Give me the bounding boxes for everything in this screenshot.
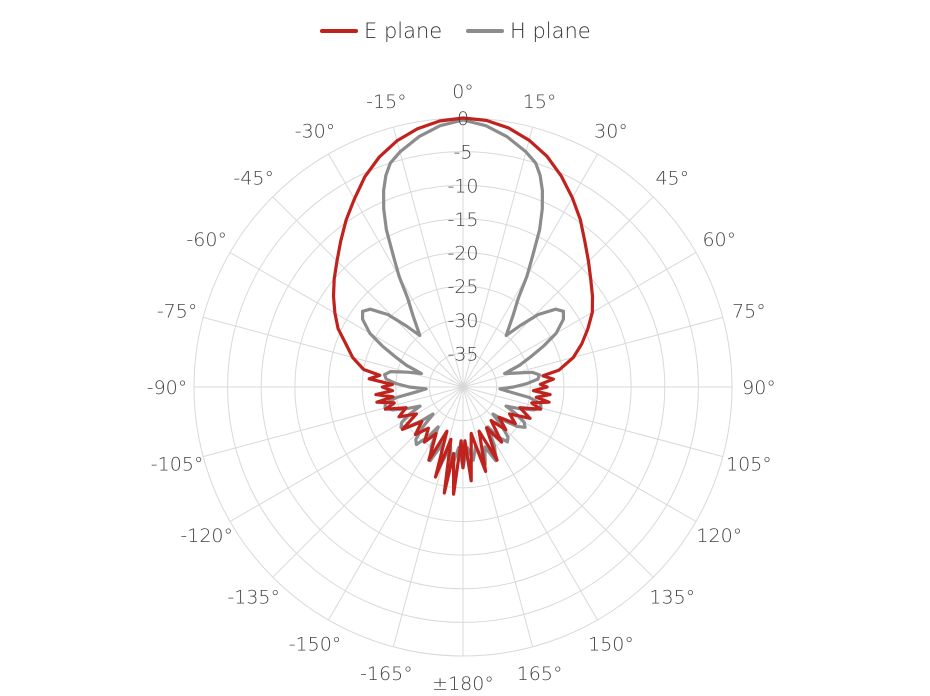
angular-tick-label: 30° — [594, 121, 628, 143]
angular-tick-label: -120° — [180, 525, 233, 547]
angular-tick-label: -60° — [186, 229, 227, 251]
radial-tick-labels: 0 -5 -10 -15 -20 -25 -30 -35 — [447, 108, 478, 365]
radial-tick-label: -20 — [447, 243, 478, 265]
grid-spoke — [203, 316, 464, 388]
radial-tick-label: -10 — [447, 175, 478, 197]
grid-spoke — [229, 386, 464, 522]
grid-spoke — [462, 316, 723, 388]
grid-spoke — [229, 252, 464, 388]
radial-tick-label: -5 — [454, 142, 473, 164]
grid-spoke — [462, 386, 697, 522]
radial-tick-label: -25 — [447, 276, 478, 298]
angular-tick-label: 165° — [517, 663, 563, 685]
legend-label-e-plane: E plane — [364, 19, 442, 43]
series-layer — [331, 116, 595, 496]
grid-spoke — [462, 386, 723, 458]
angular-tick-label: -90° — [147, 377, 188, 399]
angular-tick-labels: 0° 15° 30° 45° 60° 75° 90° 105° 120° 135° 150° 165°… — [147, 81, 776, 695]
radial-tick-label: 0 — [457, 108, 469, 130]
legend-label-h-plane: H plane — [510, 19, 591, 43]
grid-spoke — [462, 196, 654, 388]
angular-tick-label: 0° — [452, 81, 474, 103]
grid-spoke — [462, 386, 598, 621]
grid-spoke — [272, 196, 464, 388]
radial-tick-label: -30 — [447, 310, 478, 332]
angular-tick-label: -30° — [295, 121, 336, 143]
grid-spoke — [392, 127, 464, 388]
angular-tick-label: 90° — [742, 377, 776, 399]
legend: E plane H plane — [320, 19, 591, 43]
polar-grid — [193, 117, 733, 657]
angular-tick-label: 105° — [726, 454, 772, 476]
angular-tick-label: -15° — [366, 91, 407, 113]
angular-tick-label: -150° — [289, 633, 342, 655]
grid-spoke — [392, 386, 464, 647]
angular-tick-label: -135° — [227, 586, 280, 608]
angular-tick-label: 15° — [523, 91, 557, 113]
angular-tick-label: -45° — [233, 168, 274, 190]
grid-spoke — [328, 386, 464, 621]
angular-tick-label: -75° — [157, 300, 198, 322]
angular-tick-label: 135° — [649, 586, 695, 608]
grid-spoke — [272, 386, 464, 578]
grid-spoke — [462, 386, 654, 578]
angular-tick-label: -165° — [360, 663, 413, 685]
angular-tick-label: 150° — [588, 633, 634, 655]
grid-spoke — [328, 153, 464, 388]
grid-spoke — [462, 153, 598, 388]
grid-spoke — [203, 386, 464, 458]
grid-spoke — [462, 252, 697, 388]
grid-spoke — [462, 127, 534, 388]
angular-tick-label: 45° — [655, 168, 689, 190]
radial-tick-label: -15 — [447, 209, 478, 231]
angular-tick-label: -105° — [151, 454, 204, 476]
angular-tick-label: 75° — [732, 300, 766, 322]
radial-tick-label: -35 — [447, 343, 478, 365]
series-line-e-plane — [331, 116, 595, 496]
angular-tick-label: ±180° — [432, 673, 494, 695]
grid-spoke — [462, 386, 534, 647]
angular-tick-label: 60° — [702, 229, 736, 251]
angular-tick-label: 120° — [696, 525, 742, 547]
